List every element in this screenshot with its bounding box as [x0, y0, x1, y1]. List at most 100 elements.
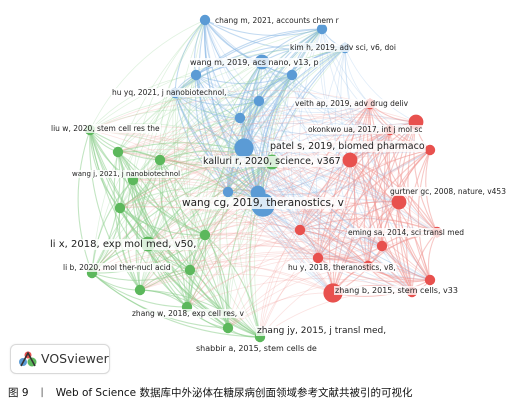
network-node-r13[interactable]	[424, 274, 436, 286]
node-label-bg	[389, 187, 508, 196]
network-link	[271, 161, 413, 293]
network-node-b7[interactable]	[253, 95, 265, 107]
node-label-r1: veith ap, 2019, adv drug deliv	[295, 99, 409, 108]
network-link	[226, 61, 263, 193]
network-link	[189, 103, 371, 271]
network-link	[132, 116, 417, 181]
node-label-bg	[287, 263, 397, 272]
network-link	[117, 92, 176, 153]
network-link	[262, 204, 334, 294]
network-node-r10[interactable]	[312, 252, 324, 264]
network-link	[204, 233, 413, 293]
network-link	[174, 92, 413, 293]
network-node-r14[interactable]	[342, 152, 358, 168]
network-link	[117, 151, 206, 236]
network-link	[119, 206, 319, 259]
network-node-r4[interactable]	[424, 144, 436, 156]
network-node-b12[interactable]	[222, 186, 234, 198]
node-label-bg	[307, 125, 424, 134]
network-link	[259, 149, 431, 338]
network-link	[174, 92, 229, 193]
network-link	[406, 149, 431, 293]
network-link	[147, 74, 293, 245]
network-link	[239, 117, 431, 281]
node-label-g4: li x, 2018, exp mol med, v50,	[50, 239, 196, 250]
network-link	[219, 100, 260, 329]
node-label-g1: liu w, 2020, stem cell res the	[51, 124, 160, 133]
network-link	[243, 147, 334, 294]
network-link	[159, 159, 369, 267]
network-link	[227, 47, 346, 329]
network-link	[225, 191, 261, 338]
network-link	[186, 159, 351, 308]
network-link	[119, 207, 261, 338]
network-link	[259, 159, 351, 338]
network-link	[119, 188, 229, 209]
node-label-g2: kalluri r, 2020, science, v367	[203, 156, 341, 167]
network-link	[299, 149, 431, 231]
network-link	[139, 273, 334, 294]
network-node-g11[interactable]	[184, 264, 196, 276]
network-node-g13[interactable]	[134, 284, 146, 296]
network-link	[119, 189, 438, 233]
network-labels: chang m, 2021, accounts chem r kim h, 201…	[49, 16, 508, 353]
network-node-g10[interactable]	[112, 146, 124, 158]
network-link	[117, 142, 273, 163]
network-link	[316, 47, 346, 294]
node-label-b3: kim h, 2019, adv sci, v6, doi	[290, 43, 396, 52]
network-link	[159, 117, 241, 161]
node-label-bg	[214, 16, 341, 25]
network-node-b9[interactable]	[234, 138, 254, 158]
network-node-g7[interactable]	[222, 322, 234, 334]
network-link	[186, 278, 413, 308]
network-link	[147, 222, 301, 245]
network-link	[117, 151, 259, 194]
network-link	[172, 92, 206, 236]
network-link	[249, 161, 273, 338]
network-link	[189, 269, 229, 329]
network-link	[113, 151, 141, 291]
network-node-b2[interactable]	[316, 23, 328, 35]
caption-separator: 丨	[36, 387, 48, 399]
network-link	[427, 231, 438, 281]
node-label-b1: chang m, 2021, accounts chem r	[215, 16, 340, 25]
network-node-r12[interactable]	[294, 224, 306, 236]
network-link	[139, 240, 383, 291]
node-label-r9: zhang jy, 2015, j transl med,	[257, 326, 386, 336]
network-node-g9[interactable]	[154, 154, 166, 166]
network-link	[117, 74, 293, 153]
network-link	[317, 121, 417, 259]
network-link	[132, 74, 197, 181]
network-link	[227, 277, 431, 329]
network-node-g14[interactable]	[199, 229, 211, 241]
network-link	[174, 92, 301, 231]
network-link	[227, 74, 293, 193]
network-link	[189, 238, 383, 271]
network-link	[91, 198, 400, 274]
network-link	[117, 122, 431, 153]
network-node-b8[interactable]	[286, 69, 298, 81]
network-link	[147, 243, 261, 338]
network-node-b1[interactable]	[199, 14, 211, 26]
network-link	[119, 207, 188, 308]
network-link	[317, 245, 383, 260]
network-link	[349, 121, 417, 161]
network-link	[91, 19, 206, 274]
network-link	[257, 47, 346, 194]
network-link	[159, 159, 383, 247]
network-link	[91, 47, 346, 274]
network-node-r5[interactable]	[391, 194, 407, 210]
network-node-g8[interactable]	[114, 202, 126, 214]
network-link	[89, 89, 371, 131]
network-link	[243, 103, 371, 149]
network-link	[119, 186, 259, 209]
network-link	[89, 129, 431, 281]
network-link	[204, 212, 438, 236]
network-link	[144, 92, 176, 245]
network-link	[317, 103, 371, 259]
network-node-b5[interactable]	[190, 69, 202, 81]
network-link	[204, 234, 261, 338]
network-link	[174, 92, 438, 233]
network-node-r11[interactable]	[376, 240, 388, 252]
network-node-b13[interactable]	[234, 112, 246, 124]
